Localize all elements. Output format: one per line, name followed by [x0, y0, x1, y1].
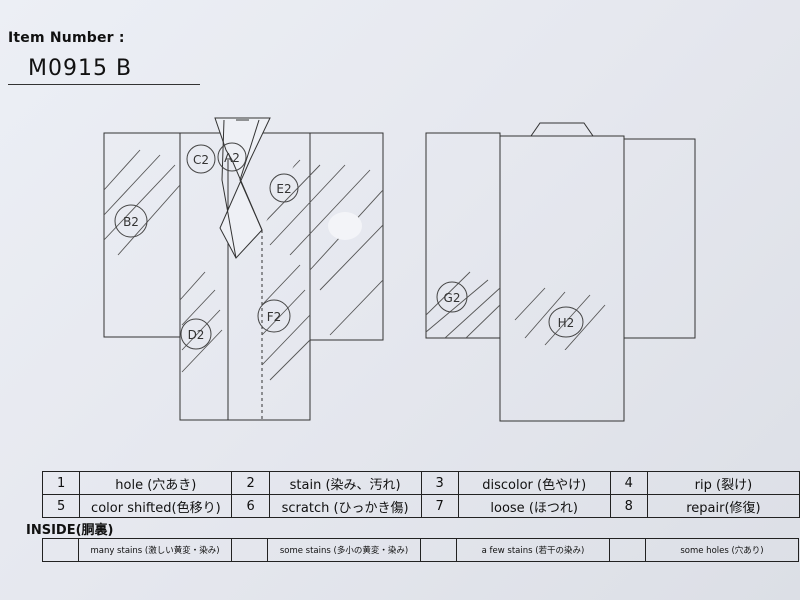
legend-number: 3 [420, 471, 459, 495]
inside-label: some holes (穴あり) [645, 538, 799, 562]
inside-section-title: INSIDE(胴裏) [26, 523, 114, 538]
inside-label: a few stains (若干の染み) [456, 538, 610, 562]
legend-label: stain (染み、汚れ) [268, 471, 422, 495]
svg-text:C2: C2 [193, 153, 209, 167]
collar-inner-edge [221, 119, 237, 259]
marker-d2: D2 [180, 318, 212, 350]
inside-row: many stains (激しい黄変・染み) some stains (多小の黄… [42, 538, 799, 562]
front-left-sleeve [103, 132, 181, 338]
back-right-sleeve [623, 138, 696, 339]
back-view [425, 122, 696, 422]
legend-label: loose (ほつれ) [457, 494, 611, 518]
legend-number: 8 [609, 494, 648, 518]
back-collar [530, 122, 594, 137]
svg-text:B2: B2 [123, 215, 139, 229]
damage-legend-table: 1 hole (穴あき) 2 stain (染み、汚れ) 3 discolor … [41, 471, 800, 518]
inside-label: some stains (多小の黄変・染み) [267, 538, 421, 562]
legend-number: 1 [41, 471, 81, 495]
legend-row: 5 color shifted(色移り) 6 scratch (ひっかき傷) 7… [41, 494, 800, 518]
inside-condition-table: many stains (激しい黄変・染み) some stains (多小の黄… [42, 538, 799, 562]
legend-label: scratch (ひっかき傷) [268, 494, 422, 518]
svg-text:A2: A2 [224, 151, 240, 165]
svg-text:D2: D2 [188, 328, 205, 342]
legend-label: color shifted(色移り) [79, 494, 233, 518]
front-view [103, 117, 384, 421]
item-number-value: M0915 B [28, 56, 133, 81]
collar-outer-edge [239, 119, 263, 231]
marker-e2: E2 [269, 173, 299, 203]
inside-check-box[interactable] [420, 538, 457, 562]
svg-text:H2: H2 [558, 316, 575, 330]
marker-f2: F2 [257, 299, 291, 333]
marker-b2: B2 [114, 204, 148, 238]
kimono-diagram: B2 C2 A2 E2 D2 F2 [103, 117, 696, 422]
svg-text:G2: G2 [444, 291, 461, 305]
item-number-label: Item Number : [8, 30, 125, 46]
legend-label: rip (裂け) [646, 471, 800, 495]
inside-check-box[interactable] [42, 538, 79, 562]
inside-check-box[interactable] [231, 538, 268, 562]
marker-g2: G2 [436, 281, 468, 313]
legend-number: 7 [420, 494, 459, 518]
legend-row: 1 hole (穴あき) 2 stain (染み、汚れ) 3 discolor … [41, 471, 800, 495]
back-body [499, 135, 625, 422]
legend-number: 5 [41, 494, 81, 518]
legend-label: repair(修復) [646, 494, 800, 518]
legend-number: 4 [609, 471, 648, 495]
damage-hatching [104, 149, 606, 381]
legend-label: hole (穴あき) [79, 471, 233, 495]
damage-markers: B2 C2 A2 E2 D2 F2 [114, 142, 584, 350]
svg-text:F2: F2 [267, 310, 282, 324]
front-body [179, 133, 311, 421]
legend-number: 2 [231, 471, 270, 495]
marker-h2: H2 [548, 306, 584, 338]
marker-c2: C2 [186, 144, 216, 174]
inside-label: many stains (激しい黄変・染み) [78, 538, 232, 562]
svg-text:E2: E2 [276, 182, 291, 196]
item-number-underline [8, 84, 200, 85]
inside-check-box[interactable] [609, 538, 646, 562]
marker-a2: A2 [217, 142, 247, 172]
light-spot [328, 212, 362, 240]
legend-number: 6 [231, 494, 270, 518]
legend-label: discolor (色やけ) [457, 471, 611, 495]
